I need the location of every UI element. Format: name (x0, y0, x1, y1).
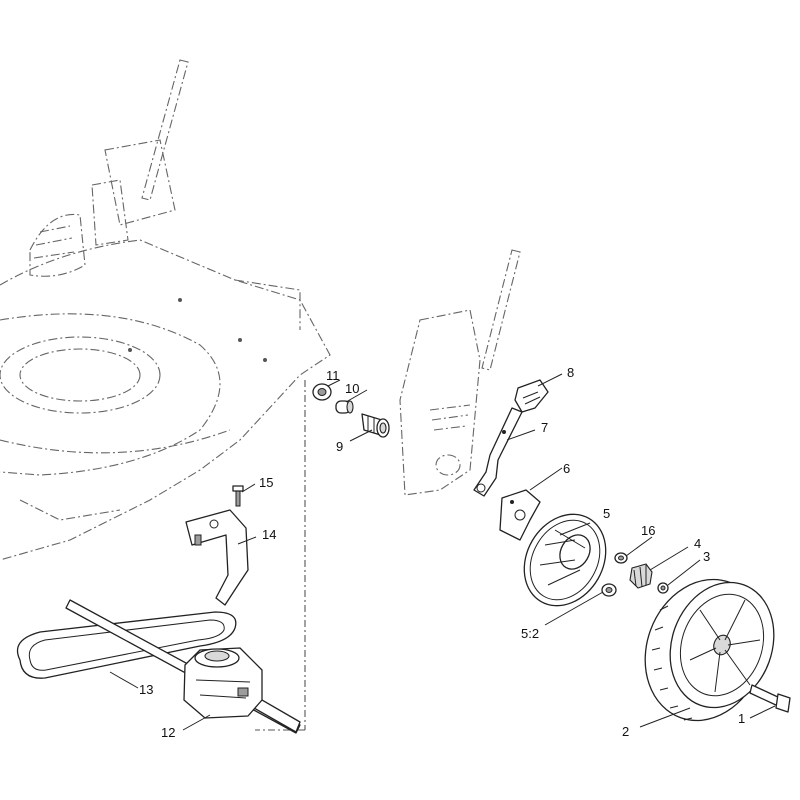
callout-8: 8 (567, 365, 574, 380)
part-5-2-washer (601, 583, 617, 597)
part-11-bushing (312, 383, 332, 401)
part-5-drive-hub (523, 513, 607, 607)
mower-deck-outline (0, 59, 331, 731)
callout-5: 5 (603, 506, 610, 521)
part-2-wheel (644, 578, 775, 722)
callout-12: 12 (161, 725, 175, 740)
callout-2: 2 (622, 724, 629, 739)
part-3-retaining-ring (657, 582, 669, 594)
part-10-spacer (335, 400, 354, 414)
callout-6: 6 (563, 461, 570, 476)
part-14-belt-guard (185, 509, 249, 606)
callout-11: 11 (326, 368, 340, 383)
part-6-wheel-bracket (499, 489, 541, 541)
part-1-wheel-bolt (749, 684, 791, 713)
callout-13: 13 (139, 682, 153, 697)
part-4-pinion-gear (629, 563, 653, 589)
callout-14: 14 (262, 527, 276, 542)
part-16-washer (614, 552, 628, 564)
callout-labels: 1 2 3 4 5 5:2 6 7 8 9 10 11 12 13 14 15 … (139, 365, 745, 740)
height-adjust-bracket (399, 249, 521, 496)
part-15-screw (232, 485, 244, 507)
callout-10: 10 (345, 381, 359, 396)
callout-16: 16 (641, 523, 655, 538)
callout-7: 7 (541, 420, 548, 435)
callout-5-2: 5:2 (521, 626, 539, 641)
leader-lines (109, 373, 776, 731)
callout-1: 1 (738, 711, 745, 726)
part-8-lever-grip (514, 379, 549, 413)
part-9-pivot-bolt (361, 413, 390, 438)
callout-15: 15 (259, 475, 273, 490)
callout-4: 4 (694, 536, 701, 551)
part-7-height-lever (473, 407, 523, 497)
callout-9: 9 (336, 439, 343, 454)
callout-3: 3 (703, 549, 710, 564)
part-13-drive-belt (16, 611, 237, 679)
part-12-transmission (183, 647, 263, 719)
